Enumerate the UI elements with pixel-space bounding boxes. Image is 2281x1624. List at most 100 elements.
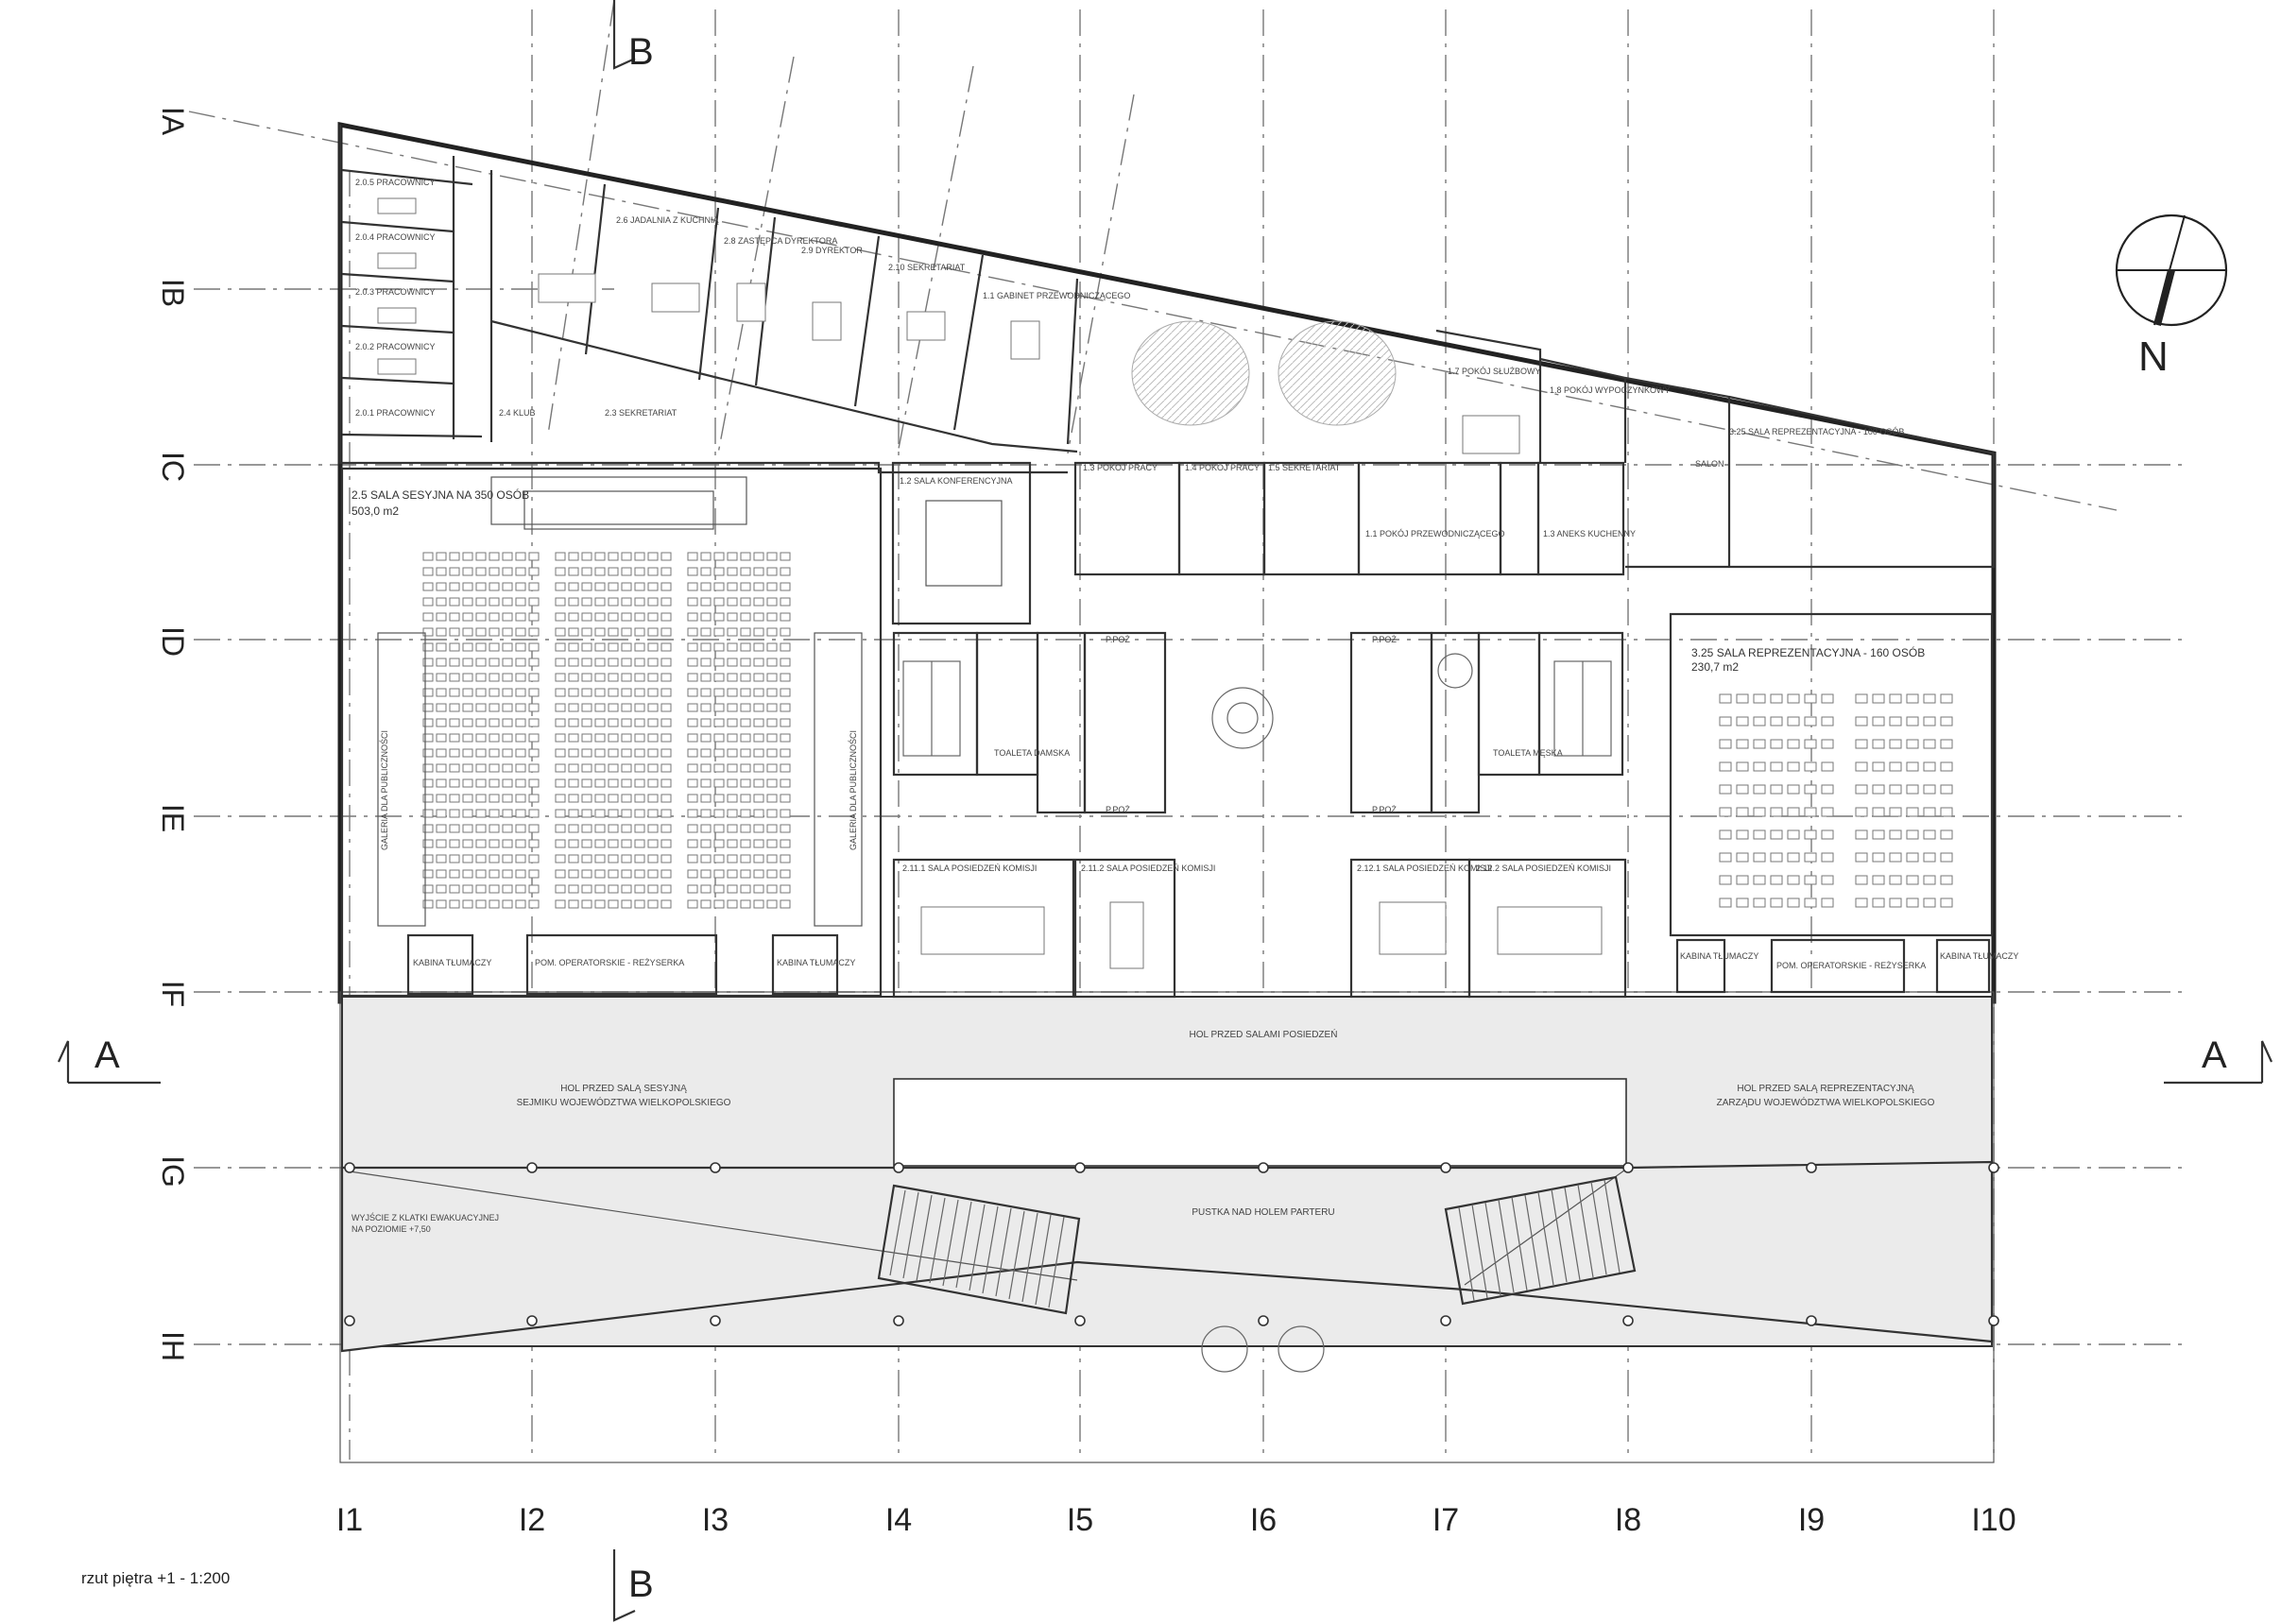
seat — [1770, 852, 1783, 863]
seat — [489, 612, 500, 622]
seat — [647, 748, 659, 758]
seat — [1770, 875, 1783, 885]
seat — [700, 718, 712, 727]
seat — [568, 763, 579, 773]
seat — [422, 597, 434, 607]
seat — [660, 582, 672, 591]
seat — [581, 612, 592, 622]
seat — [462, 794, 473, 803]
seat — [780, 612, 791, 622]
seat — [475, 778, 487, 788]
seat — [647, 718, 659, 727]
representation-hall: 3.25 SALA REPREZENTACYJNA - 160 OSÓB 230… — [1624, 376, 2018, 994]
seat — [713, 733, 725, 743]
seat — [1821, 693, 1834, 704]
seat — [1872, 784, 1885, 795]
seat — [660, 809, 672, 818]
seat — [1753, 716, 1766, 727]
seat — [581, 869, 592, 879]
seat — [489, 642, 500, 652]
seat — [502, 703, 513, 712]
seat — [634, 642, 645, 652]
seat — [515, 899, 526, 909]
seat — [700, 642, 712, 652]
seat — [766, 733, 778, 743]
seat — [449, 642, 460, 652]
seat — [515, 884, 526, 894]
seat — [1753, 693, 1766, 704]
seat — [528, 703, 540, 712]
seat — [700, 884, 712, 894]
seat — [555, 673, 566, 682]
seat — [1923, 784, 1936, 795]
seat — [475, 627, 487, 637]
seat — [489, 869, 500, 879]
seat — [753, 748, 764, 758]
seat — [713, 869, 725, 879]
seat — [700, 824, 712, 833]
seat — [780, 673, 791, 682]
seat — [462, 688, 473, 697]
seat — [1804, 739, 1817, 749]
seat — [449, 778, 460, 788]
seat — [753, 642, 764, 652]
seat — [1719, 875, 1732, 885]
seat — [608, 854, 619, 863]
seat — [489, 658, 500, 667]
seat — [449, 899, 460, 909]
seat — [1719, 739, 1732, 749]
seat — [1940, 761, 1953, 772]
seat — [436, 869, 447, 879]
seat — [502, 809, 513, 818]
seat — [462, 748, 473, 758]
seat — [502, 884, 513, 894]
seat — [462, 854, 473, 863]
seat — [528, 809, 540, 818]
room-2-0-4: 2.0.4 PRACOWNICY — [355, 232, 436, 242]
seat — [1855, 852, 1868, 863]
seat — [1770, 761, 1783, 772]
seat — [436, 899, 447, 909]
seat — [687, 642, 698, 652]
seat — [647, 597, 659, 607]
seat — [1753, 875, 1766, 885]
seat — [502, 612, 513, 622]
seat — [475, 658, 487, 667]
seat — [594, 718, 606, 727]
seat — [766, 854, 778, 863]
seat — [687, 869, 698, 879]
seat — [449, 567, 460, 576]
room-interpreter-2: KABINA TŁUMACZY — [777, 958, 855, 967]
seat — [660, 778, 672, 788]
seat — [1770, 739, 1783, 749]
session-hall-name: 2.5 SALA SESYJNA NA 350 OSÓB — [352, 487, 529, 502]
seat — [1923, 761, 1936, 772]
seat — [634, 597, 645, 607]
seat — [1770, 693, 1783, 704]
seat — [780, 733, 791, 743]
seat — [608, 884, 619, 894]
seat — [475, 854, 487, 863]
seat — [555, 778, 566, 788]
seat — [555, 642, 566, 652]
seat — [1889, 784, 1902, 795]
seat — [1906, 761, 1919, 772]
seat — [528, 854, 540, 863]
seat — [502, 627, 513, 637]
seat — [621, 899, 632, 909]
north-arrow-icon: N — [2115, 214, 2228, 380]
seat — [568, 794, 579, 803]
seat — [1906, 784, 1919, 795]
seat — [608, 824, 619, 833]
seat — [555, 658, 566, 667]
seat — [780, 597, 791, 607]
seat — [555, 899, 566, 909]
seat — [1889, 852, 1902, 863]
seat — [502, 582, 513, 591]
seat — [528, 794, 540, 803]
seat — [1770, 784, 1783, 795]
repr-hall-area: 230,7 m2 — [1691, 660, 1739, 674]
seat — [475, 733, 487, 743]
seat — [502, 688, 513, 697]
seat — [766, 794, 778, 803]
